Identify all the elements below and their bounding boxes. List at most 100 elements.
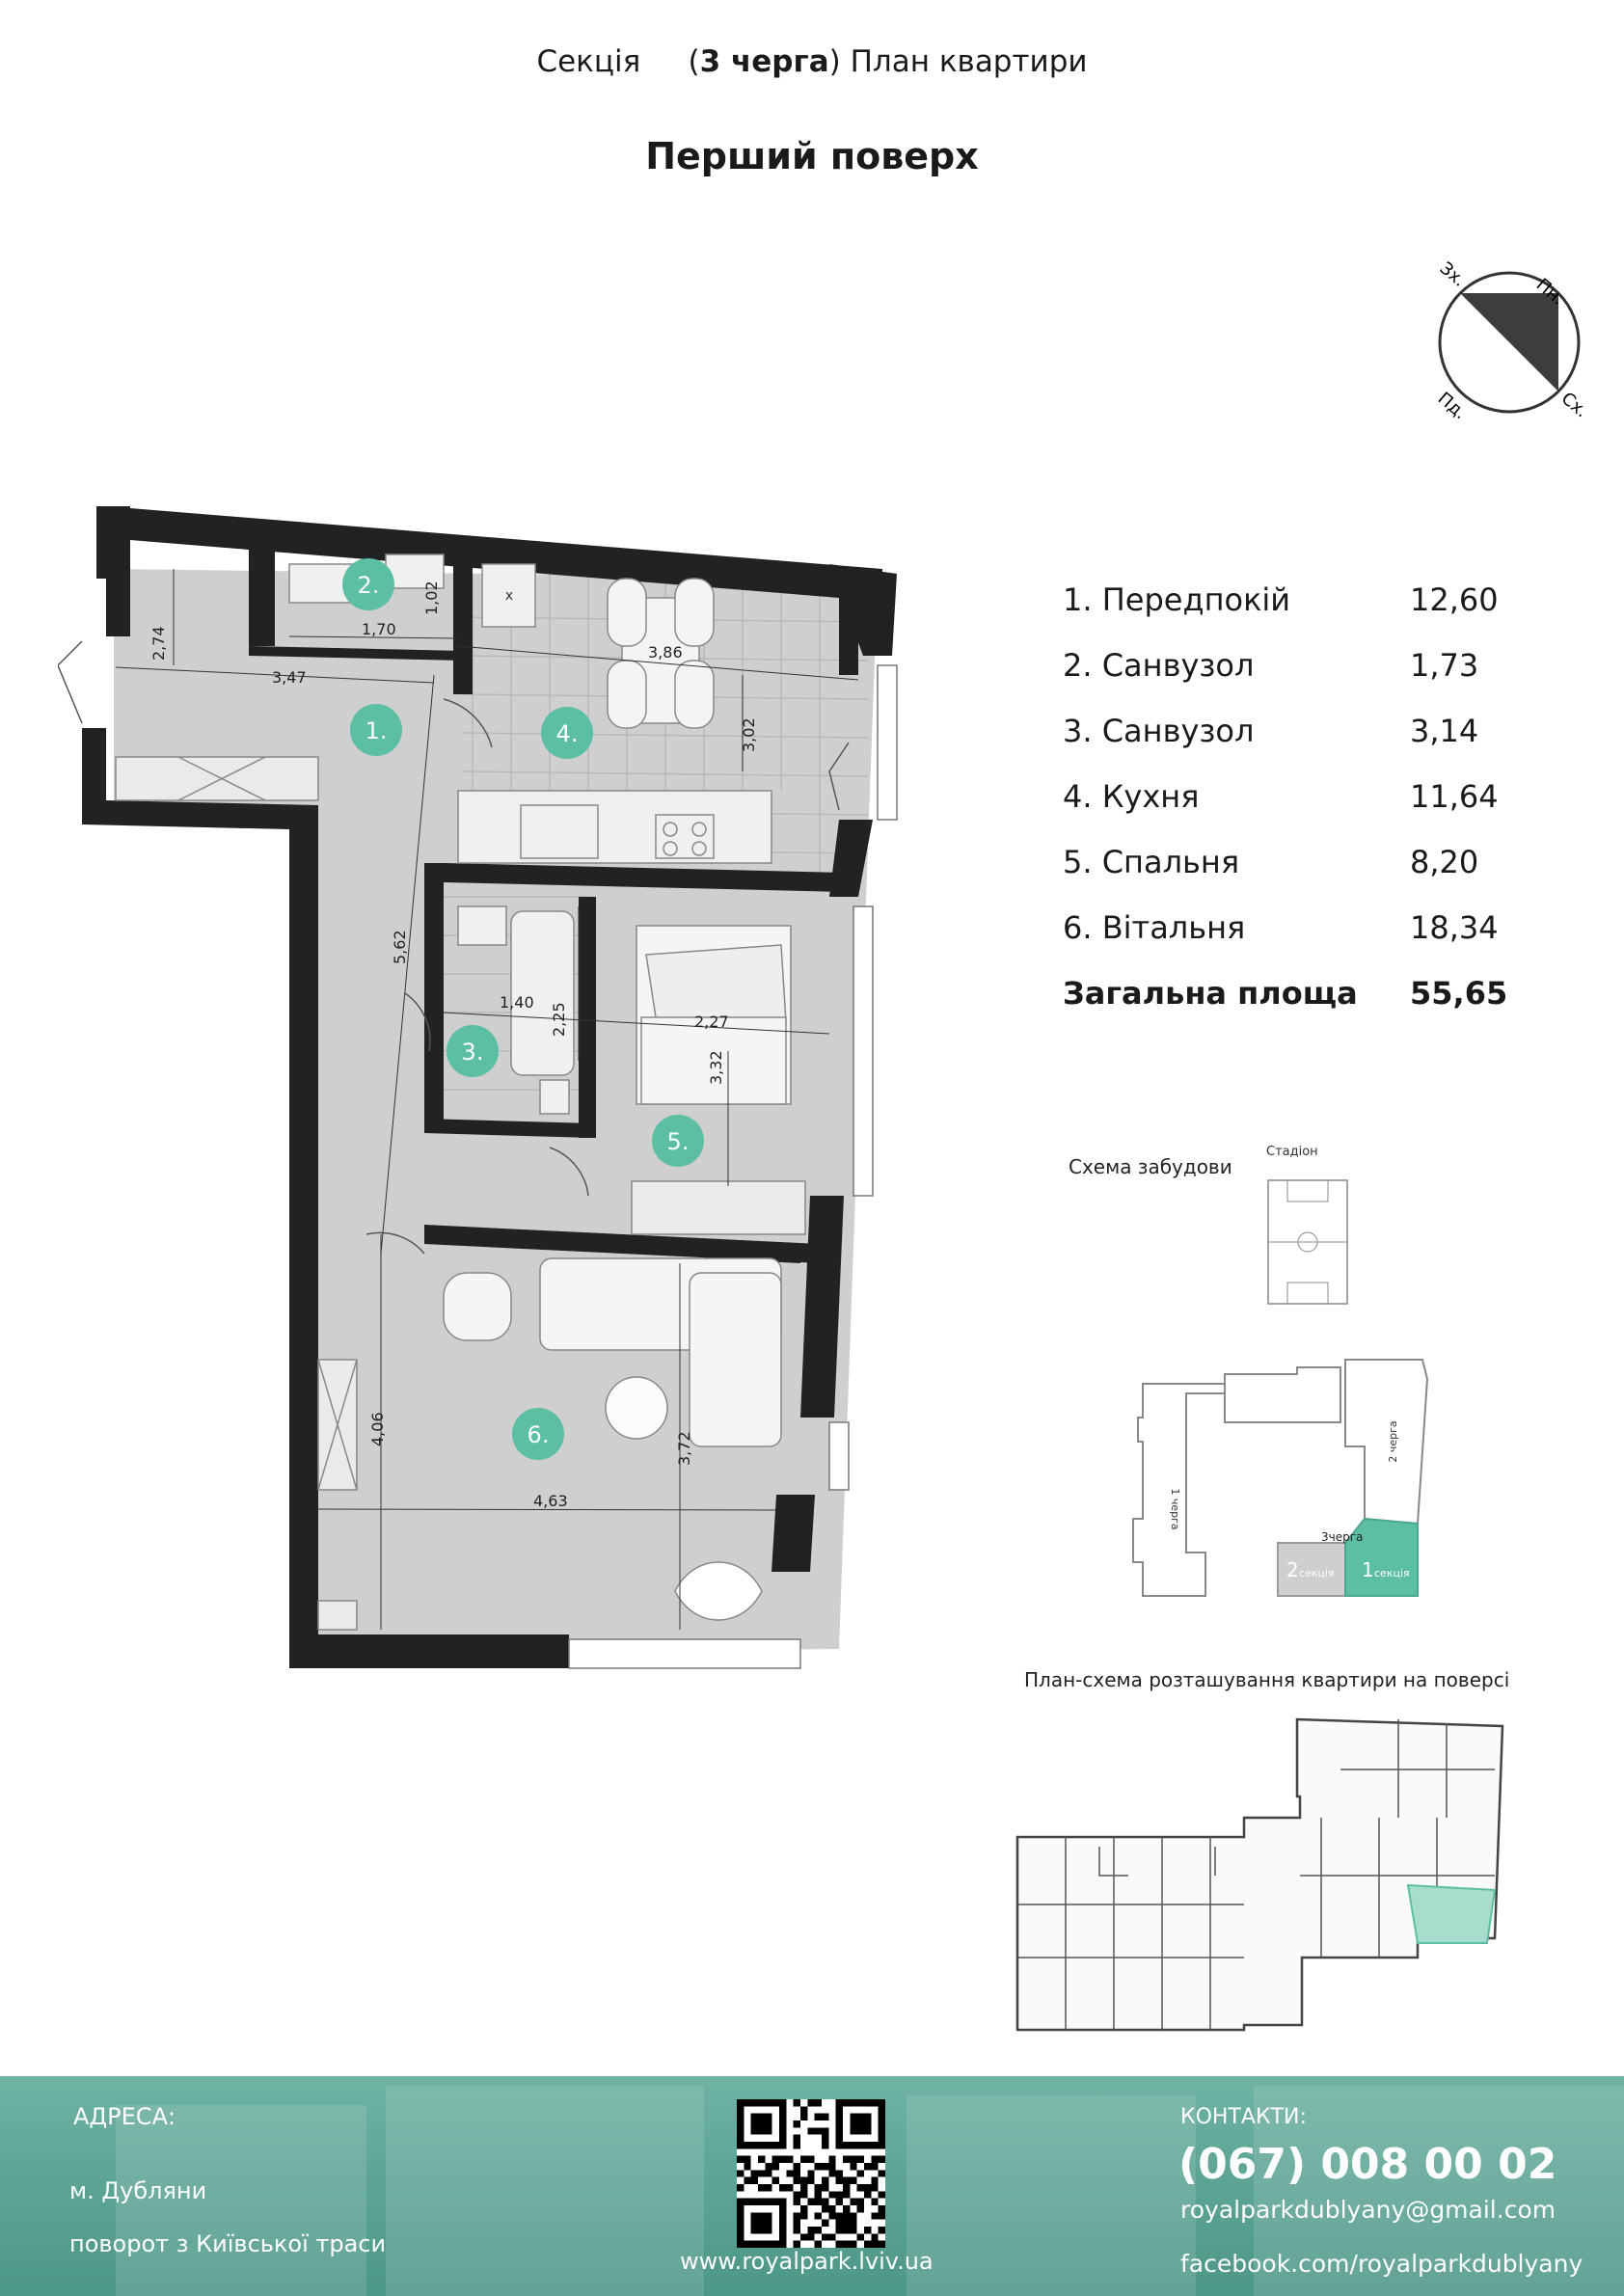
bg-building (116, 2105, 366, 2296)
section-label: Секція (536, 44, 641, 79)
room-marker-4-label: 4. (556, 720, 579, 747)
dim-label: 2,74 (149, 626, 168, 661)
compass-icon: Пн. Зх. Пд. Сх. (1434, 258, 1592, 423)
room-marker-6-label: 6. (528, 1421, 550, 1448)
room-row: 2. Санвузол 1,73 (1063, 633, 1526, 698)
bg-building (1254, 2086, 1624, 2296)
room-area: 8,20 (1410, 844, 1479, 880)
total-area-label: Загальна площа (1063, 975, 1358, 1012)
room-area: 1,73 (1410, 647, 1479, 684)
compass-north-sector (1460, 293, 1558, 392)
dimension-labels: 2,74 3,47 1,70 1,02 3,86 3,02 5,62 1,40 … (149, 581, 758, 1510)
apartment-highlight (1406, 1883, 1497, 1944)
floor-scheme-map (1015, 1717, 1504, 2032)
room-name: 2. Санвузол (1063, 647, 1255, 684)
dim-label: 1,40 (500, 993, 534, 1012)
floor-title: Перший поверх (645, 135, 979, 177)
room-marker-4 (541, 707, 593, 759)
website-link[interactable]: www.royalpark.lviv.ua (680, 2248, 934, 2275)
room-marker-1-label: 1. (365, 717, 388, 744)
room-name: 6. Вітальня (1063, 909, 1246, 946)
dim-label: 4,06 (368, 1412, 387, 1446)
floor-scheme-title: План-схема розташування квартири на пове… (1024, 1668, 1510, 1691)
section2-text: секція (1299, 1567, 1335, 1580)
dim-label: 3,32 (707, 1050, 725, 1085)
dim-label: 4,63 (533, 1492, 568, 1510)
compass-south: Пд. (1434, 389, 1471, 423)
room-marker-3 (447, 1025, 499, 1077)
section2-num: 2 (1286, 1558, 1299, 1581)
room-name: 4. Кухня (1063, 778, 1200, 815)
dim-label: 2,27 (694, 1013, 729, 1031)
email-link[interactable]: royalparkdublyany@gmail.com (1180, 2196, 1556, 2224)
dim-label: 3,72 (675, 1431, 693, 1466)
apartment-floor-plan: x (58, 506, 898, 1669)
room-marker-3-label: 3. (462, 1039, 484, 1066)
room-markers: 1. 2. 3. 4. 5. 6. (342, 558, 704, 1460)
phone-number[interactable]: (067) 008 00 02 (1178, 2140, 1557, 2189)
dim-label: 3,02 (740, 717, 758, 752)
room-name: 3. Санвузол (1063, 713, 1255, 749)
compass-west: Зх. (1436, 258, 1470, 291)
room-area: 18,34 (1410, 909, 1499, 946)
dim-label: 2,25 (550, 1002, 568, 1037)
qr-code[interactable] (737, 2099, 885, 2248)
living-furniture (443, 1257, 782, 1621)
wardrobe (115, 756, 806, 1631)
bg-building (386, 2086, 704, 2296)
site-buildings (1132, 1359, 1429, 1597)
dim-label: 3,47 (272, 668, 307, 687)
queue1-label: 1 черга (1169, 1488, 1181, 1529)
contacts-label: КОНТАКТИ: (1180, 2105, 1307, 2129)
bed (636, 925, 792, 1105)
site-plan-map: 1 черга 2 черга 3черга 2 секція 1 секція (1132, 1359, 1429, 1597)
room-name: 1. Передпокій (1063, 581, 1291, 618)
room-area: 11,64 (1410, 778, 1499, 815)
address-road: поворот з Київської траси (69, 2230, 387, 2257)
dim-label: 1,70 (362, 620, 396, 638)
site-scheme-title: Схема забудови (1069, 1155, 1232, 1178)
room-marker-5-label: 5. (667, 1128, 690, 1155)
stove-mark: x (505, 588, 513, 604)
door-arcs (58, 640, 850, 1255)
room-marker-2 (342, 558, 394, 610)
queue-label: 3 черга (699, 44, 829, 79)
floor-scheme-outline (1015, 1717, 1504, 2032)
dimension-lines (115, 569, 859, 1630)
room-marker-6 (512, 1408, 564, 1460)
dim-label: 3,86 (648, 643, 683, 662)
compass-east: Сх. (1557, 389, 1592, 422)
floor-area (114, 569, 878, 1654)
room-row: 1. Передпокій 12,60 (1063, 567, 1526, 633)
room-area: 3,14 (1410, 713, 1479, 749)
queue3-label: 3черга (1321, 1530, 1363, 1544)
floor-scheme-walls (1017, 1719, 1495, 2030)
windows (568, 664, 898, 1669)
room-area: 12,60 (1410, 581, 1499, 618)
stadium-label: Стадіон (1266, 1145, 1318, 1159)
queue2-label: 2 черга (1387, 1420, 1399, 1462)
total-area-value: 55,65 (1410, 975, 1508, 1012)
room-row: 6. Вітальня 18,34 (1063, 895, 1526, 960)
plan-title: Секція (3 черга) План квартири (536, 44, 1088, 79)
section1-text: секція (1374, 1567, 1410, 1580)
address-label: АДРЕСА: (73, 2103, 176, 2130)
room-marker-1 (350, 704, 402, 756)
room-row: 4. Кухня 11,64 (1063, 764, 1526, 829)
total-area-row: Загальна площа 55,65 (1063, 960, 1526, 1026)
stadium-icon (1267, 1179, 1348, 1305)
kitchen-counter (457, 563, 772, 864)
walls (82, 506, 897, 1668)
dining-set (607, 578, 715, 729)
room-marker-2-label: 2. (358, 572, 380, 599)
room-row: 3. Санвузол 3,14 (1063, 698, 1526, 764)
section1-num: 1 (1362, 1558, 1374, 1581)
facebook-link[interactable]: facebook.com/royalparkdublyany (1180, 2250, 1583, 2278)
room-name: 5. Спальня (1063, 844, 1240, 880)
address-city: м. Дубляни (69, 2177, 207, 2204)
plan-label: План квартири (850, 44, 1088, 79)
room-area-table: 1. Передпокій 12,60 2. Санвузол 1,73 3. Са… (1063, 567, 1526, 1026)
room-row: 5. Спальня 8,20 (1063, 829, 1526, 895)
room-marker-5 (652, 1115, 704, 1167)
bg-building (907, 2095, 1196, 2296)
